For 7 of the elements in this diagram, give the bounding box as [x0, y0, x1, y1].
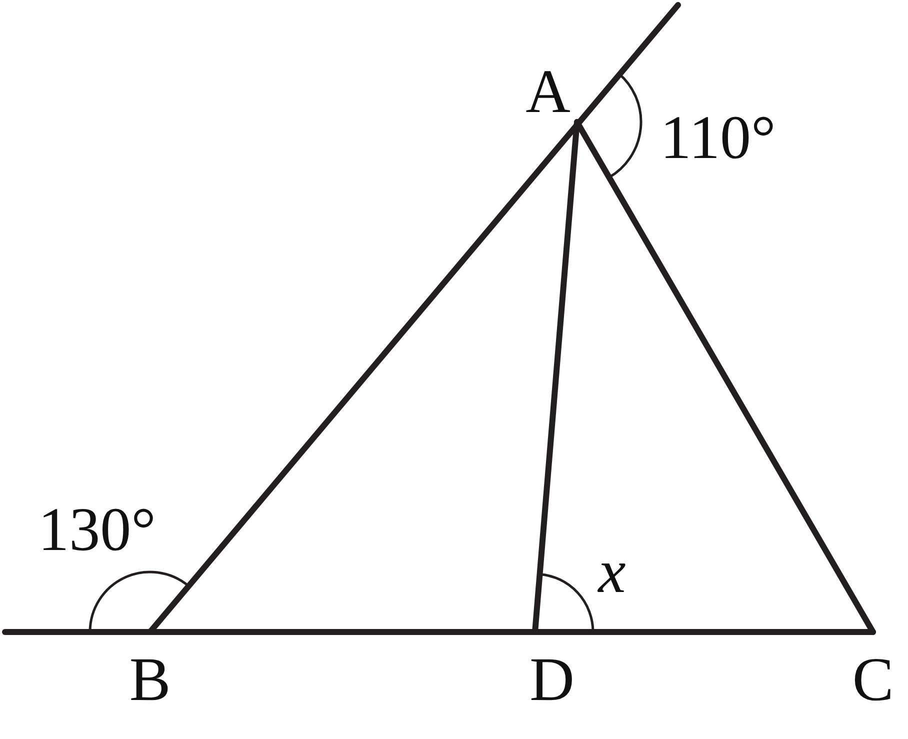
- vertex-label: A: [526, 61, 570, 123]
- vertex-label: C: [852, 649, 894, 711]
- angle-label: x: [598, 541, 626, 603]
- angle-label: 130°: [38, 499, 156, 561]
- angle-label: 110°: [660, 107, 776, 169]
- vertex-label: D: [530, 649, 574, 711]
- vertex-label: B: [129, 649, 171, 711]
